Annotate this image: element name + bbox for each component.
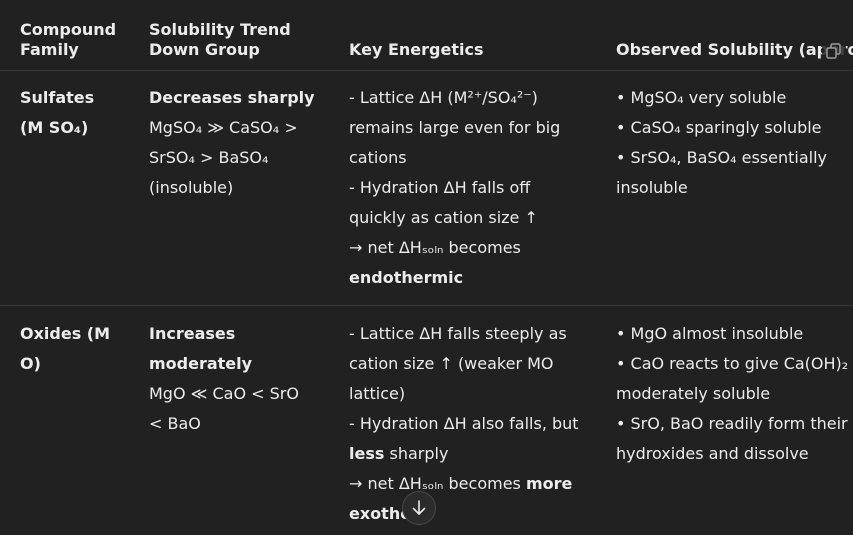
energetics-emphasis: endothermic — [349, 268, 464, 287]
header-line: Key Energetics — [349, 40, 484, 59]
row2-trend: Increases moderately MgO ≪ CaO < SrO < B… — [149, 319, 299, 439]
energetics-line: quickly as cation size ↑ — [349, 208, 538, 227]
copy-icon[interactable] — [822, 40, 846, 62]
row1-family: Sulfates (M SO₄) — [20, 83, 94, 143]
energetics-emphasis: exothe — [349, 504, 412, 523]
energetics-line: - Lattice ΔH (M²⁺/SO₄²⁻) — [349, 88, 538, 107]
row1-trend: Decreases sharply MgSO₄ ≫ CaSO₄ > SrSO₄ … — [149, 83, 315, 203]
scroll-down-button[interactable] — [402, 491, 436, 525]
copy-icon-glyph — [826, 43, 841, 59]
header-line: Family — [20, 40, 79, 59]
header-solubility-trend: Solubility Trend Down Group — [149, 20, 291, 60]
trend-title: Increases — [149, 324, 236, 343]
family-formula: (M SO₄) — [20, 118, 89, 137]
energetics-line: - Lattice ΔH falls steeply as — [349, 324, 567, 343]
observed-line: insoluble — [616, 178, 688, 197]
energetics-text: sharply — [384, 444, 449, 463]
family-name: Sulfates — [20, 88, 95, 107]
row1-observed: • MgSO₄ very soluble • CaSO₄ sparingly s… — [616, 83, 827, 203]
energetics-line: → net ΔHₛₒₗₙ becomes more — [349, 469, 579, 499]
row2-energetics: - Lattice ΔH falls steeply as cation siz… — [349, 319, 579, 529]
trend-line: (insoluble) — [149, 178, 234, 197]
row2-observed: • MgO almost insoluble • CaO reacts to g… — [616, 319, 848, 469]
row-divider — [0, 305, 853, 306]
observed-line: • SrSO₄, BaSO₄ essentially — [616, 148, 828, 167]
observed-line: hydroxides and dissolve — [616, 444, 809, 463]
energetics-line: remains large even for big — [349, 118, 561, 137]
header-key-energetics: Key Energetics — [349, 40, 483, 60]
header-observed-solubility: Observed Solubility (appro — [616, 40, 853, 60]
trend-line: MgSO₄ ≫ CaSO₄ > — [149, 118, 298, 137]
row2-family: Oxides (M O) — [20, 319, 110, 379]
energetics-line: - Hydration ΔH falls off — [349, 178, 531, 197]
energetics-line: - Hydration ΔH also falls, but — [349, 414, 579, 433]
energetics-text: → net ΔHₛₒₗₙ becomes — [349, 474, 526, 493]
observed-line: • CaO reacts to give Ca(OH)₂ — [616, 354, 849, 373]
header-line: Down Group — [149, 40, 260, 59]
observed-line: • SrO, BaO readily form their — [616, 414, 848, 433]
row1-energetics: - Lattice ΔH (M²⁺/SO₄²⁻) remains large e… — [349, 83, 560, 293]
trend-title: Decreases sharply — [149, 88, 315, 107]
energetics-line: lattice) — [349, 384, 406, 403]
arrow-down-icon — [412, 500, 426, 515]
header-line: Compound — [20, 20, 117, 39]
observed-line: • MgO almost insoluble — [616, 324, 804, 343]
energetics-emphasis: less — [349, 444, 385, 463]
energetics-line: → net ΔHₛₒₗₙ becomes — [349, 238, 521, 257]
header-compound-family: Compound Family — [20, 20, 116, 60]
trend-line: SrSO₄ > BaSO₄ — [149, 148, 269, 167]
family-formula: O) — [20, 354, 41, 373]
observed-line: moderately soluble — [616, 384, 771, 403]
energetics-line: cations — [349, 148, 407, 167]
trend-line: < BaO — [149, 414, 201, 433]
observed-line: • MgSO₄ very soluble — [616, 88, 787, 107]
table-header: Compound Family Solubility Trend Down Gr… — [0, 0, 853, 71]
energetics-emphasis: more — [525, 474, 573, 493]
header-line: Solubility Trend — [149, 20, 291, 39]
trend-title: moderately — [149, 354, 253, 373]
observed-line: • CaSO₄ sparingly soluble — [616, 118, 822, 137]
trend-line: MgO ≪ CaO < SrO — [149, 384, 299, 403]
energetics-line: cation size ↑ (weaker MO — [349, 354, 554, 373]
header-line: Observed Solubility (appro — [616, 40, 853, 59]
family-name: Oxides (M — [20, 324, 111, 343]
energetics-line: less sharply — [349, 439, 579, 469]
